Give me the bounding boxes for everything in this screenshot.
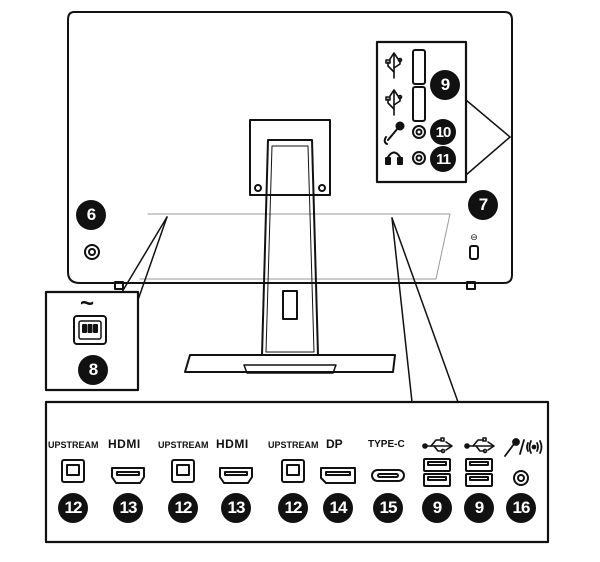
monitor-foot-left: [114, 281, 124, 290]
port-label-upstream-3: UPSTREAM: [268, 440, 319, 450]
callout-16: 16: [506, 493, 536, 523]
hdmi-port-1: [111, 467, 145, 484]
vesa-plate: [249, 119, 331, 196]
port-label-typec: TYPE-C: [368, 439, 405, 450]
callout-12-b: 12: [168, 493, 198, 523]
callout-7: 7: [468, 190, 498, 220]
callout-12-c: 12: [278, 493, 308, 523]
port-label-upstream-1: UPSTREAM: [48, 440, 99, 450]
bottom-port-panel: [44, 400, 550, 544]
usb-b-port-3: [281, 459, 305, 483]
usb-b-port-1: [61, 459, 85, 483]
callout-13-b: 13: [221, 493, 251, 523]
stand-neck: [261, 139, 319, 356]
usb-a-pair-1: [423, 458, 451, 487]
callout-11: 11: [430, 146, 456, 172]
side-mic-jack: [412, 125, 426, 139]
usb-icon-1: [422, 437, 453, 454]
mic-icon: [383, 121, 405, 145]
power-symbol: ~: [80, 290, 95, 317]
callout-14: 14: [323, 493, 353, 523]
usb-icon-2: [464, 437, 495, 454]
usb-b-port-2: [171, 459, 195, 483]
port-label-upstream-2: UPSTREAM: [158, 440, 209, 450]
callout-9-side: 9: [430, 70, 460, 100]
mic-wireless-icon: [504, 438, 543, 457]
side-port-box: [375, 40, 468, 184]
side-usb-slot-2: [412, 86, 426, 122]
kensington-lock: [469, 245, 479, 260]
callout-13-a: 13: [113, 493, 143, 523]
ac-socket: [73, 315, 107, 345]
port-label-hdmi-1: HDMI: [108, 437, 141, 451]
callout-9-b: 9: [464, 493, 494, 523]
port-label-dp: DP: [326, 437, 343, 451]
port-area-outline: [139, 213, 451, 280]
callout-10: 10: [430, 119, 456, 145]
power-panel: [44, 290, 140, 392]
hdmi-port-2: [219, 467, 253, 484]
usb-c-port: [371, 469, 405, 482]
callout-8: 8: [78, 355, 108, 385]
headphone-icon: [385, 151, 403, 165]
callout-15: 15: [373, 493, 403, 523]
callout-6: 6: [76, 200, 106, 230]
displayport-port: [320, 467, 356, 484]
port-label-hdmi-2: HDMI: [216, 437, 249, 451]
usb-a-pair-2: [465, 458, 493, 487]
monitor-foot-right: [466, 281, 476, 290]
stand-base: [184, 354, 396, 373]
callout-9-a: 9: [422, 493, 452, 523]
power-button: [84, 244, 100, 260]
side-usb-slot-1: [412, 49, 426, 85]
side-headphone-jack: [412, 151, 426, 165]
bottom-mic-jack: [513, 470, 529, 486]
svg-text:⊖: ⊖: [470, 232, 478, 242]
monitor-back-outline: [67, 11, 513, 284]
callout-12-a: 12: [58, 493, 88, 523]
